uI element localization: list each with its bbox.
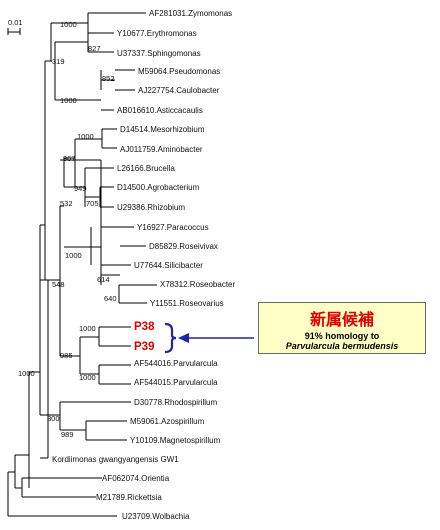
leaf-label-magnetospirillum: Y10109.Magnetospirillum — [130, 436, 221, 445]
leaf-label-aminobacter: AJ011759.Aminobacter — [120, 145, 203, 154]
bootstrap-value: 1000 — [79, 373, 96, 382]
leaf-label-rickettsia: M21789.Rickettsia — [96, 493, 162, 502]
leaf-label-rhizobium: U29386.Rhizobium — [117, 203, 185, 212]
leaf-label-rhodospirillum: D30778.Rhodospirillum — [134, 398, 217, 407]
bootstrap-value: 949 — [74, 184, 87, 193]
bootstrap-value: 800 — [47, 414, 60, 423]
bootstrap-value: 1000 — [79, 324, 96, 333]
leaf-label-p38: P38 — [134, 321, 155, 333]
bootstrap-value: 532 — [60, 199, 73, 208]
bootstrap-value: 1000 — [18, 369, 35, 378]
callout-title: 新属候補 — [309, 310, 374, 329]
leaf-label-kordiimonas: Kordiimonas gwangyangensis GW1 — [52, 455, 179, 464]
bootstrap-value: 1000 — [60, 96, 77, 105]
bootstrap-value: 985 — [60, 351, 73, 360]
bootstrap-value: 989 — [61, 430, 74, 439]
leaf-label-mesorhizobium: D14514.Mesorhizobium — [120, 125, 205, 134]
bootstrap-value: 967 — [63, 154, 76, 163]
leaf-label-asticcacaulis: AB016610.Asticcacaulis — [117, 106, 203, 115]
leaf-label-parvularcula-af544016: AF544016.Parvularcula — [134, 359, 218, 368]
bootstrap-value: 1000 — [65, 251, 82, 260]
leaf-label-orientia: AF062074.Orientia — [102, 474, 170, 483]
leaf-label-wolbachia: U23709.Wolbachia — [122, 512, 190, 521]
callout-line2: Parvularcula bermudensis — [285, 341, 399, 351]
leaf-label-azospirillum: M59061.Azospirillum — [130, 417, 205, 426]
leaf-label-sphingomonas: U37337.Sphingomonas — [117, 49, 201, 58]
leaf-label-caulobacter: AJ227754.Caulobacter — [138, 86, 220, 95]
bootstrap-value: 1000 — [77, 132, 94, 141]
bootstrap-value: 827 — [88, 44, 101, 53]
leaf-label-parvularcula-af544015: AF544015.Parvularcula — [134, 378, 218, 387]
leaf-label-agrobacterium: D14500.Agrobacterium — [117, 183, 200, 192]
leaf-label-roseobacter: X78312.Roseobacter — [160, 280, 236, 289]
callout-box: 新属候補 91% homology to Parvularcula bermud… — [258, 302, 426, 354]
leaf-label-roseovarius: Y11551.Roseovarius — [150, 299, 224, 308]
leaf-label-p39: P39 — [134, 341, 154, 353]
leaf-label-paracoccus: Y16927.Paracoccus — [137, 223, 209, 232]
bootstrap-value: 548 — [52, 280, 65, 289]
leaf-label-brucella: L26166.Brucella — [117, 164, 175, 173]
leaf-label-erythromonas: Y10677.Erythromonas — [117, 29, 197, 38]
bootstrap-value: 852 — [102, 74, 115, 83]
scale-bar-label: 0.01 — [8, 18, 23, 27]
leaf-label-roseivivax: D85829.Roseivivax — [149, 242, 218, 251]
highlight-bracket — [164, 322, 177, 354]
callout-line1: 91% homology to — [304, 331, 380, 341]
leaf-label-silicibacter: U77644.Silicibacter — [134, 261, 203, 270]
bootstrap-value: 319 — [52, 57, 65, 66]
bootstrap-value: 705 — [86, 199, 99, 208]
callout-arrow-head — [178, 333, 189, 343]
bootstrap-value: 640 — [104, 294, 117, 303]
leaf-label-pseudomonas: M59064.Pseudomonas — [138, 67, 220, 76]
bootstrap-value: 614 — [97, 275, 110, 284]
bootstrap-value: 1000 — [60, 20, 77, 29]
leaf-label-zymomonas: AF281031.Zymomonas — [149, 9, 232, 18]
